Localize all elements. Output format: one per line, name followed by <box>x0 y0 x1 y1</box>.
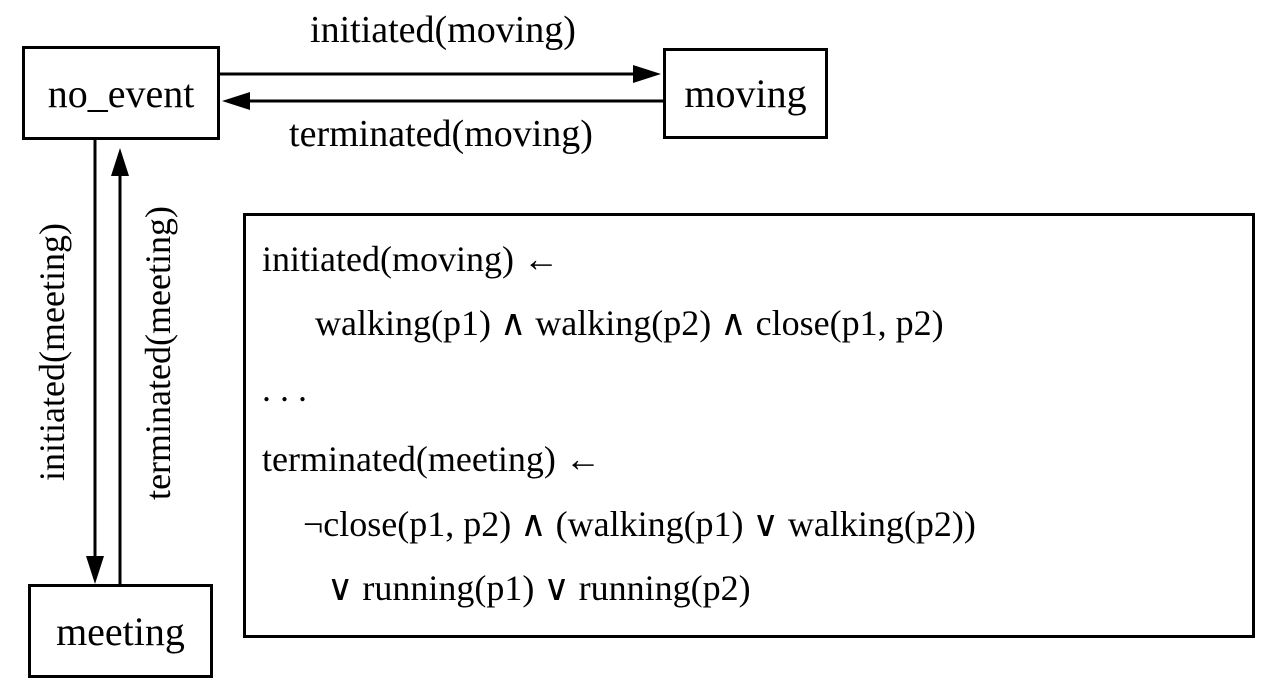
arrowhead-up-icon <box>111 148 129 176</box>
rule-line-terminated-meeting-body-2: ∨ running(p1) ∨ running(p2) <box>327 568 751 608</box>
state-meeting: meeting <box>28 584 213 678</box>
transition-label-initiated-moving: initiated(moving) <box>310 9 576 51</box>
rule-line-ellipsis: . . . <box>262 369 307 409</box>
rule-line-terminated-meeting-head: terminated(meeting) ← <box>262 439 601 479</box>
rule-line-initiated-moving-head: initiated(moving) ← <box>262 239 559 279</box>
transition-label-initiated-meeting: initiated(meeting) <box>32 223 72 481</box>
arrow-initiated-meeting <box>86 140 104 584</box>
arrow-terminated-moving <box>222 92 663 110</box>
arrow-terminated-meeting <box>111 148 129 584</box>
state-moving: moving <box>663 48 828 139</box>
rule-line-terminated-meeting-body-1: ¬close(p1, p2) ∧ (walking(p1) ∨ walking(… <box>303 504 976 544</box>
arrowhead-left-icon <box>222 92 250 110</box>
arrow-initiated-moving <box>220 65 661 83</box>
state-no-event-label: no_event <box>47 70 195 116</box>
state-meeting-label: meeting <box>56 608 185 654</box>
transition-label-terminated-moving: terminated(moving) <box>289 113 593 155</box>
arrowhead-right-icon <box>633 65 661 83</box>
state-moving-label: moving <box>684 71 807 116</box>
rules-box: initiated(moving) ← walking(p1) ∧ walkin… <box>243 213 1255 638</box>
state-no-event: no_event <box>22 46 220 140</box>
transition-label-terminated-meeting: terminated(meeting) <box>138 206 178 500</box>
arrowhead-down-icon <box>86 556 104 584</box>
rule-line-initiated-moving-body: walking(p1) ∧ walking(p2) ∧ close(p1, p2… <box>315 303 944 343</box>
